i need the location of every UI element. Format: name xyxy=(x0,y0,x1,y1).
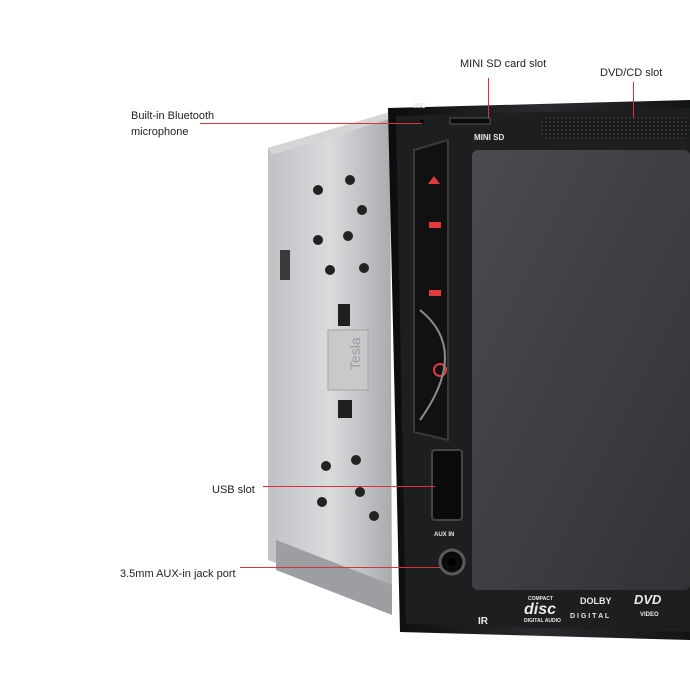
power-mute-icon[interactable] xyxy=(433,363,447,377)
usb-callout: USB slot xyxy=(212,484,255,496)
sd-leader-line xyxy=(488,78,489,118)
dvd-video-label: VIDEO xyxy=(640,612,659,618)
format-logos: COMPACT disc DIGITAL AUDIO DOLBY D I G I… xyxy=(524,592,662,624)
control-buttons xyxy=(428,176,447,377)
dolby-digital-label: D I G I T A L xyxy=(570,613,610,620)
usb-leader-line xyxy=(263,486,435,487)
ir-label: IR xyxy=(478,616,489,627)
sd-callout: MINI SD card slot xyxy=(460,58,547,70)
mic-callout: Built-in Bluetooth microphone xyxy=(131,108,214,140)
next-icon[interactable] xyxy=(429,222,441,228)
mic-leader-line xyxy=(200,123,422,124)
eject-icon[interactable] xyxy=(428,176,440,184)
usb-slot[interactable] xyxy=(431,449,463,521)
mic-label: MIC xyxy=(413,103,426,110)
aux-callout: 3.5mm AUX-in jack port xyxy=(120,568,236,580)
prev-icon[interactable] xyxy=(429,290,441,296)
dolby-logo: DOLBY xyxy=(580,596,612,606)
dvd-slot[interactable] xyxy=(540,117,690,139)
dvd-logo: DVD xyxy=(634,592,662,607)
aux-leader-line xyxy=(240,567,440,568)
aux-in-label: AUX IN xyxy=(434,532,454,538)
mic-callout-line1: Built-in Bluetooth xyxy=(131,110,215,122)
mini-sd-slot[interactable] xyxy=(449,117,491,125)
side-mark: Tesla xyxy=(347,337,363,370)
disc-logo-sub: DIGITAL AUDIO xyxy=(524,618,561,624)
front-bezel: MIC MINI SD AUX IN IR COMPACT disc DIGIT… xyxy=(388,100,690,640)
disc-logo-top: COMPACT xyxy=(528,596,553,602)
disc-logo: disc xyxy=(524,601,556,618)
dvd-leader-line xyxy=(633,82,634,118)
mic-callout-line2: microphone xyxy=(131,126,189,138)
dvd-callout: DVD/CD slot xyxy=(600,67,663,79)
metal-chassis: Tesla xyxy=(268,112,392,615)
display-screen xyxy=(472,150,690,590)
mini-sd-label: MINI SD xyxy=(474,133,504,142)
